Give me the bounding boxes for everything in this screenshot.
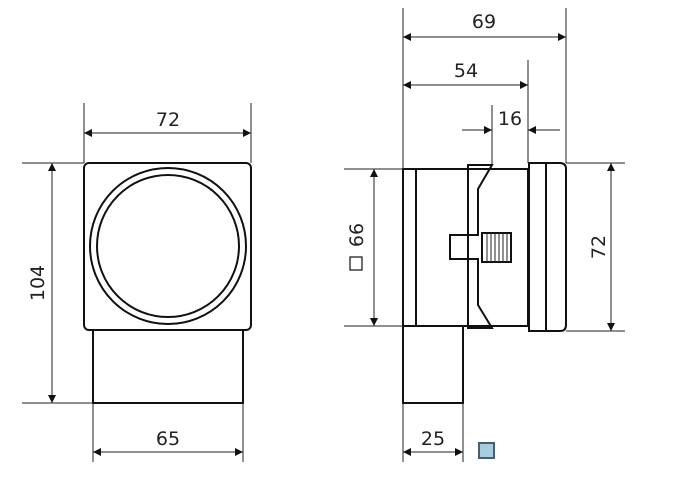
rear-terminal-block xyxy=(402,325,464,404)
dim-label-width-bottom: 65 xyxy=(156,428,180,450)
dim-label-depth-to-bezel: 54 xyxy=(454,60,478,82)
dim-label-bezel-depth: 16 xyxy=(498,108,522,130)
dim-label-height: 104 xyxy=(27,265,49,301)
dim-label-bezel-height: 72 xyxy=(588,235,610,259)
clamp-screw xyxy=(481,232,512,263)
bezel-inner xyxy=(528,162,547,332)
dim-label-overall-depth: 69 xyxy=(472,11,496,33)
lens-outer-ring xyxy=(89,167,247,325)
dim-label-rear-width: 25 xyxy=(421,428,445,450)
bezel-front xyxy=(545,162,567,332)
front-housing xyxy=(83,162,252,331)
front-view: 72 104 65 xyxy=(22,103,252,462)
rear-plate xyxy=(402,168,417,327)
mounting-clip xyxy=(449,164,494,329)
side-view: 69 54 16 66 72 25 xyxy=(344,8,625,462)
front-base xyxy=(92,329,244,404)
color-marker-square xyxy=(478,442,495,459)
dim-label-width-top: 72 xyxy=(156,109,180,131)
lens-inner-ring xyxy=(96,174,240,318)
square-cutout-symbol-icon xyxy=(349,256,363,271)
dim-label-cutout: 66 xyxy=(346,223,368,247)
screw-thread xyxy=(486,233,508,262)
